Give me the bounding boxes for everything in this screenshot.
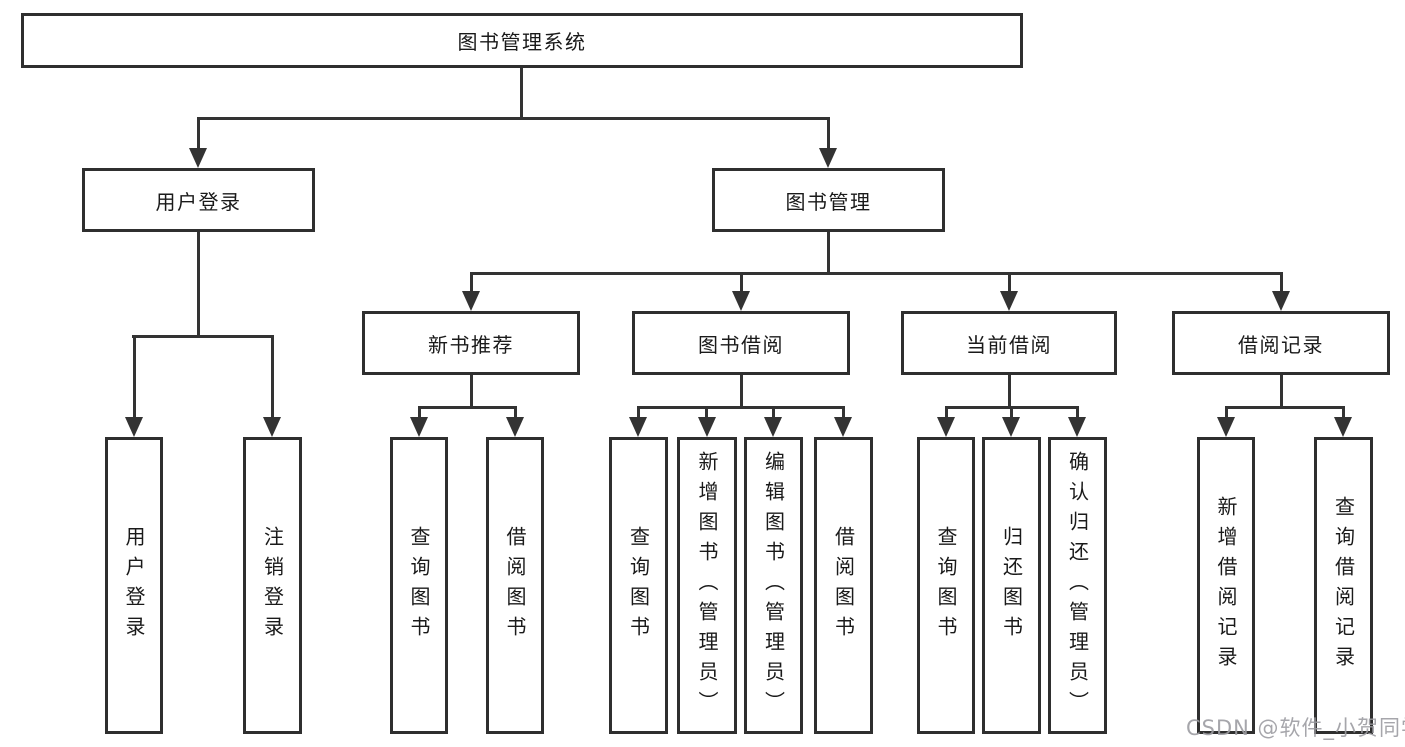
leaf-query-books-current: 查询图书 [917, 437, 975, 734]
arrow-down-icon [1334, 417, 1352, 437]
connector-line [1225, 406, 1228, 418]
node-current-borrowing: 当前借阅 [901, 311, 1117, 375]
arrow-down-icon [462, 291, 480, 311]
connector-line [197, 117, 200, 151]
node-label: 查询图书 [407, 525, 431, 646]
connector-line [705, 406, 708, 418]
node-label: 用户登录 [155, 189, 242, 214]
leaf-return-books: 归还图书 [982, 437, 1041, 734]
connector-line [740, 272, 743, 294]
arrow-down-icon [732, 291, 750, 311]
connector-line [271, 335, 274, 417]
arrow-down-icon [764, 417, 782, 437]
arrow-down-icon [1217, 417, 1235, 437]
connector-line [197, 117, 830, 120]
node-borrow-records: 借阅记录 [1172, 311, 1390, 375]
connector-line [1008, 375, 1011, 407]
node-label: 图书借阅 [698, 332, 784, 357]
connector-line [945, 406, 948, 418]
leaf-confirm-return-admin: 确认归还（管理员） [1048, 437, 1107, 734]
node-book-borrowing: 图书借阅 [632, 311, 850, 375]
connector-line [637, 406, 845, 409]
connector-line [197, 232, 200, 338]
connector-line [637, 406, 640, 418]
connector-line [520, 68, 523, 118]
arrow-down-icon [1272, 291, 1290, 311]
leaf-borrow-books: 借阅图书 [814, 437, 873, 734]
node-label: 新书推荐 [428, 332, 514, 357]
connector-line [133, 335, 136, 417]
connector-line [418, 406, 421, 418]
node-label: 归还图书 [999, 525, 1024, 646]
leaf-query-books-borrowing: 查询图书 [609, 437, 668, 734]
node-label: 借阅图书 [831, 525, 856, 646]
arrow-down-icon [1002, 417, 1020, 437]
node-label: 注销登录 [260, 525, 285, 646]
arrow-down-icon [819, 148, 837, 168]
connector-line [470, 272, 473, 294]
node-label: 图书管理系统 [457, 30, 587, 54]
arrow-down-icon [698, 417, 716, 437]
connector-line [1225, 406, 1345, 409]
leaf-add-books-admin: 新增图书（管理员） [677, 437, 737, 734]
connector-line [740, 375, 743, 407]
node-library-system: 图书管理系统 [21, 13, 1023, 68]
node-label: 新增借阅记录 [1214, 495, 1238, 676]
leaf-edit-books-admin: 编辑图书（管理员） [744, 437, 803, 734]
leaf-query-borrow-record: 查询借阅记录 [1314, 437, 1373, 734]
leaf-borrow-books-recommend: 借阅图书 [486, 437, 544, 734]
leaf-add-borrow-record: 新增借阅记录 [1197, 437, 1255, 734]
node-label: 确认归还（管理员） [1065, 450, 1090, 721]
connector-line [842, 406, 845, 418]
arrow-down-icon [263, 417, 281, 437]
node-label: 借阅图书 [503, 525, 527, 646]
node-label: 借阅记录 [1238, 332, 1324, 357]
arrow-down-icon [937, 417, 955, 437]
leaf-query-books-recommend: 查询图书 [390, 437, 448, 734]
connector-line [1280, 375, 1283, 407]
connector-line [1008, 272, 1011, 294]
node-label: 当前借阅 [966, 332, 1052, 357]
node-label: 图书管理 [785, 189, 872, 214]
connector-line [470, 272, 1282, 275]
node-user-login: 用户登录 [82, 168, 315, 232]
node-new-book-recommend: 新书推荐 [362, 311, 580, 375]
node-label: 查询图书 [934, 525, 958, 646]
connector-line [1280, 272, 1283, 294]
leaf-logout: 注销登录 [243, 437, 302, 734]
csdn-watermark: CSDN @软件_小贺同学 [1186, 716, 1405, 740]
node-label: 查询图书 [626, 525, 651, 646]
arrow-down-icon [125, 417, 143, 437]
leaf-user-login: 用户登录 [105, 437, 163, 734]
connector-line [470, 375, 473, 407]
node-label: 编辑图书（管理员） [761, 450, 786, 721]
arrow-down-icon [410, 417, 428, 437]
arrow-down-icon [1000, 291, 1018, 311]
arrow-down-icon [834, 417, 852, 437]
node-book-management: 图书管理 [712, 168, 945, 232]
connector-line [514, 406, 517, 418]
connector-line [1076, 406, 1079, 418]
arrow-down-icon [189, 148, 207, 168]
node-label: 查询借阅记录 [1331, 495, 1356, 676]
connector-line [1342, 406, 1345, 418]
node-label: 用户登录 [122, 525, 146, 646]
connector-line [772, 406, 775, 418]
connector-line [1010, 406, 1013, 418]
connector-line [827, 117, 830, 151]
connector-line [418, 406, 517, 409]
arrow-down-icon [506, 417, 524, 437]
connector-line [132, 335, 274, 338]
arrow-down-icon [1068, 417, 1086, 437]
connector-line [827, 232, 830, 275]
arrow-down-icon [629, 417, 647, 437]
node-label: 新增图书（管理员） [695, 450, 719, 721]
